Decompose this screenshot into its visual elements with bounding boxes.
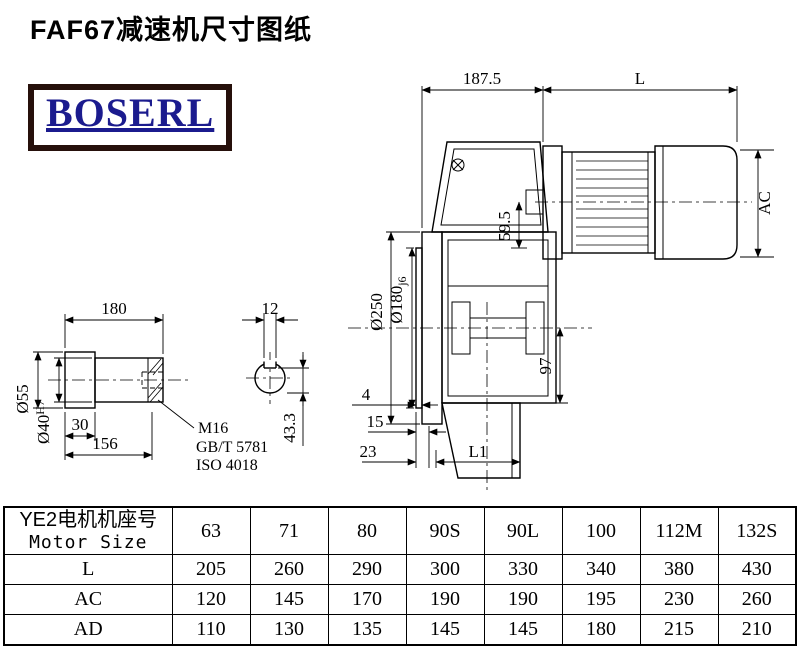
dim-59-5-label: 59.5: [495, 211, 514, 241]
motor-fins: [576, 160, 648, 246]
dim-97-label: 97: [536, 357, 555, 375]
d180-tolerance: j6: [395, 276, 409, 286]
dim-30-label: 30: [72, 415, 89, 434]
table-cell: 135: [327, 614, 407, 646]
dim-180-label: 180: [101, 299, 127, 318]
page-title: FAF67减速机尺寸图纸: [30, 15, 313, 45]
motor-size-label-en: Motor Size: [29, 532, 148, 553]
dim-L-label: L: [635, 69, 645, 88]
boserl-logo-text: BOSERL: [46, 90, 215, 135]
dim-15-label: 15: [367, 412, 384, 431]
dim-23-label: 23: [360, 442, 377, 461]
size-col-5: 100: [561, 506, 641, 555]
motor-outline: [542, 145, 738, 260]
dim-187-5-label: 187.5: [463, 69, 501, 88]
table-cell: 300: [405, 554, 485, 585]
dimension-table: YE2电机机座号 Motor Size 63 71 80 90S 90L 100…: [3, 506, 797, 646]
dim-156-label: 156: [92, 434, 118, 453]
dim-AC-label: AC: [755, 191, 774, 215]
table-cell: 195: [561, 584, 641, 615]
tapped-hole: [141, 371, 163, 389]
dim-d250-label: Ø250: [367, 293, 386, 331]
table-cell: 205: [171, 554, 251, 585]
size-col-7: 132S: [717, 506, 797, 555]
table-row-AC: AC 120 145 170 190 190 195 230 260: [3, 584, 797, 615]
shaft-detail-outline: [64, 351, 286, 409]
vent-plug-icon: [451, 158, 465, 172]
dim-d180-label: Ø180j6: [387, 276, 409, 323]
fan-cowl: [654, 145, 738, 260]
motor-size-header-cell: YE2电机机座号 Motor Size: [3, 506, 173, 555]
dim-L1-label: L1: [469, 442, 488, 461]
table-cell: 210: [717, 614, 797, 646]
motor-size-label-cn: YE2电机机座号: [19, 509, 158, 531]
technical-drawing: 187.5 L AC Ø250 Ø180j6 59.5 97 4 15 23 L…: [13, 69, 774, 490]
table-cell: 130: [249, 614, 329, 646]
table-row-AD: AD 110 130 135 145 145 180 215 210: [3, 614, 797, 646]
d180-value: Ø180: [387, 286, 406, 324]
table-cell: 380: [639, 554, 719, 585]
thread-hatch: [147, 358, 164, 403]
note-m16: M16: [198, 420, 228, 437]
row-label-AD: AD: [3, 614, 173, 646]
dim-43-3-label: 43.3: [280, 413, 299, 443]
boserl-logo: BOSERL: [28, 84, 233, 151]
size-col-4: 90L: [483, 506, 563, 555]
table-cell: 260: [717, 584, 797, 615]
table-cell: 230: [639, 584, 719, 615]
dim-d55-label: Ø55: [13, 384, 32, 413]
size-col-2: 80: [327, 506, 407, 555]
d40-value: Ø40: [34, 415, 53, 444]
table-cell: 430: [717, 554, 797, 585]
d40-tolerance: H7: [33, 400, 47, 415]
size-col-6: 112M: [639, 506, 719, 555]
size-col-3: 90S: [405, 506, 485, 555]
table-cell: 180: [561, 614, 641, 646]
note-gbt-5781: GB/T 5781: [196, 439, 268, 456]
gearbox-outline: [415, 141, 557, 479]
table-cell: 145: [483, 614, 563, 646]
table-cell: 145: [405, 614, 485, 646]
table-cell: 290: [327, 554, 407, 585]
row-label-L: L: [3, 554, 173, 585]
table-cell: 340: [561, 554, 641, 585]
table-row-L: L 205 260 290 300 330 340 380 430: [3, 554, 797, 585]
table-cell: 145: [249, 584, 329, 615]
dim-4-label: 4: [362, 385, 371, 404]
table-cell: 110: [171, 614, 251, 646]
size-col-1: 71: [249, 506, 329, 555]
dim-d40-label: Ø40H7: [33, 400, 53, 444]
table-header-row: YE2电机机座号 Motor Size 63 71 80 90S 90L 100…: [3, 506, 797, 555]
note-iso-4018: ISO 4018: [196, 457, 258, 474]
table-cell: 120: [171, 584, 251, 615]
table-cell: 330: [483, 554, 563, 585]
table-cell: 215: [639, 614, 719, 646]
table-cell: 170: [327, 584, 407, 615]
motor-size-table: YE2电机机座号 Motor Size 63 71 80 90S 90L 100…: [3, 506, 797, 646]
dimension-labels: 187.5 L AC Ø250 Ø180j6 59.5 97 4 15 23 L…: [13, 69, 774, 474]
table-cell: 260: [249, 554, 329, 585]
table-cell: 190: [405, 584, 485, 615]
keyway: [263, 361, 277, 369]
row-label-AC: AC: [3, 584, 173, 615]
dimension-lines: [33, 86, 774, 474]
table-cell: 190: [483, 584, 563, 615]
size-col-0: 63: [171, 506, 251, 555]
dim-12-label: 12: [262, 299, 279, 318]
